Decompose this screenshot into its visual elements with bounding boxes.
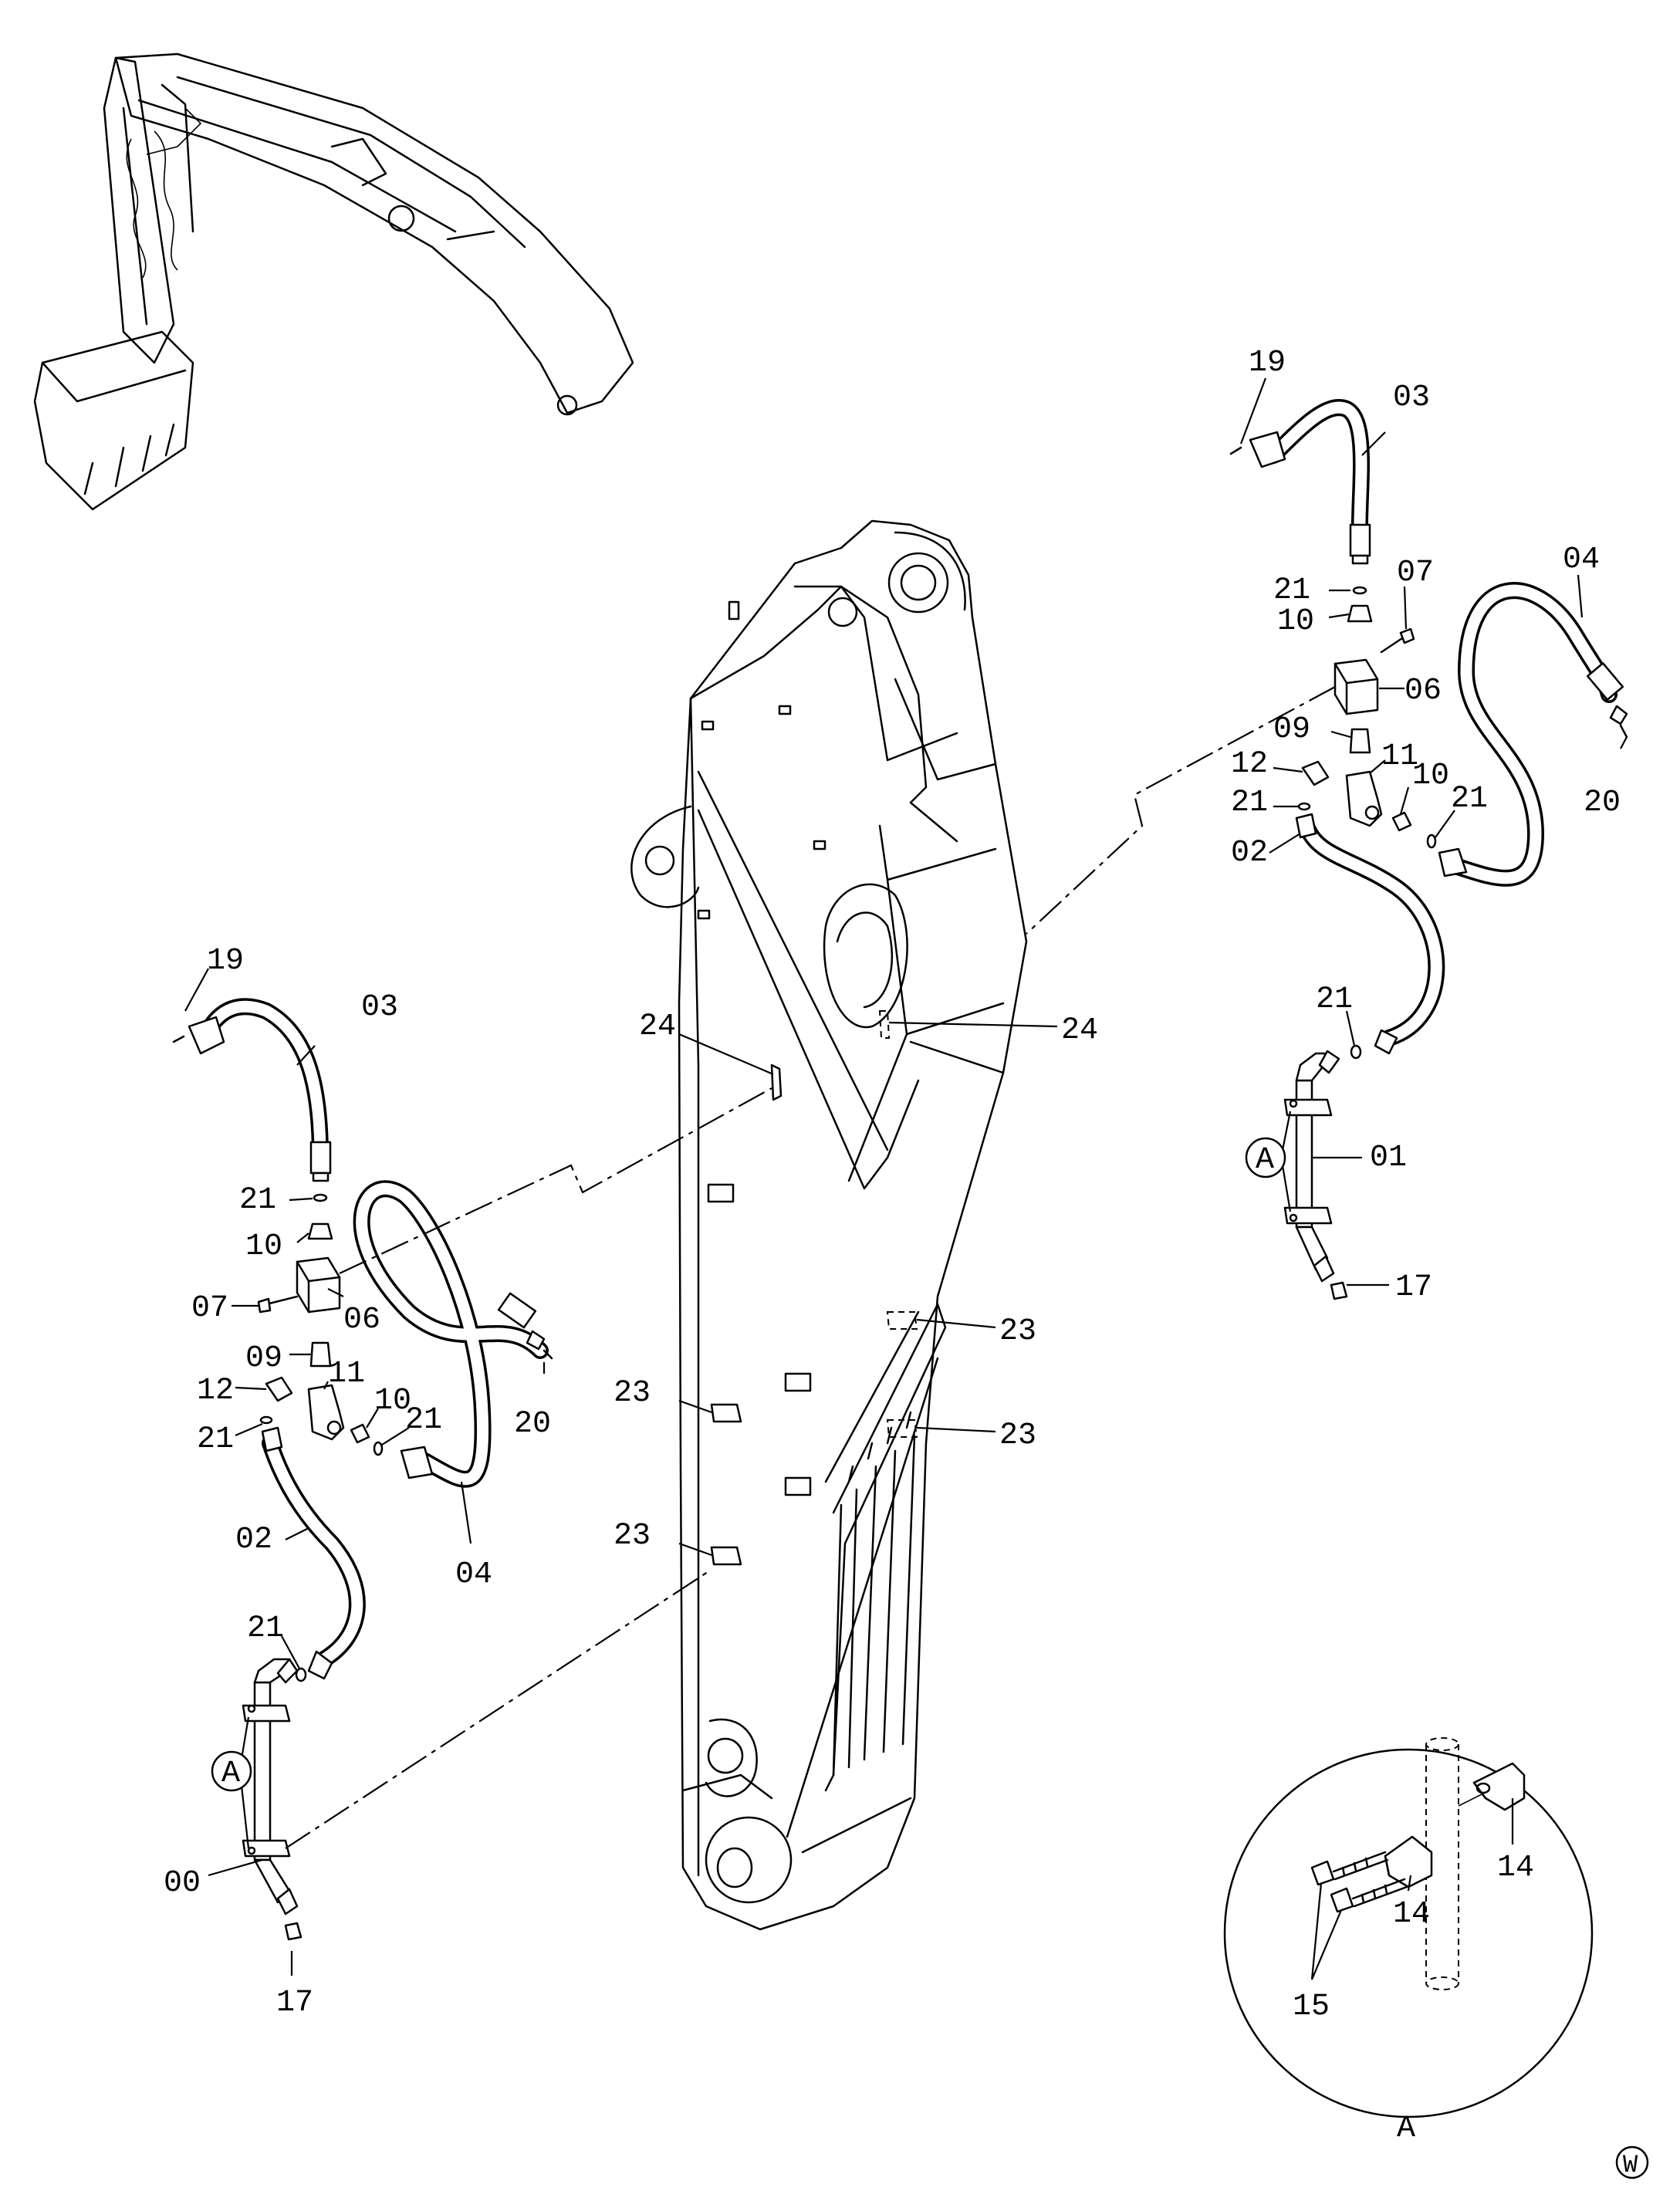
left-hose-assembly [172,998,553,1941]
assembly-lines [285,686,1336,1849]
label-part-10-left-a: 10 [245,1229,282,1264]
label-part-11-left: 11 [328,1357,365,1391]
label-part-17-right: 17 [1395,1270,1432,1305]
label-part-02-right: 02 [1231,836,1268,871]
label-part-21-left-d: 21 [247,1611,284,1646]
detail-a-ref-left: A [221,1757,240,1791]
corner-mark-letter: W [1623,2151,1638,2179]
label-part-09-right: 09 [1273,712,1310,747]
label-part-21-right-d: 21 [1316,982,1353,1017]
label-part-01: 01 [1370,1141,1407,1175]
label-part-06-left: 06 [343,1303,380,1337]
label-part-21-right-c: 21 [1231,786,1268,820]
detail-a-reference-markers: A A [211,1137,1286,1792]
leader-lines [184,377,1628,1980]
excavator-overview-illustration [33,52,634,511]
label-part-23-c: 23 [614,1376,651,1411]
label-part-24-left: 24 [639,1009,676,1044]
label-part-06-right: 06 [1405,674,1442,708]
label-part-17-left: 17 [276,1986,313,2020]
label-part-19-right: 19 [1249,346,1286,380]
label-part-02-left: 02 [235,1523,272,1557]
label-part-21-left-c: 21 [197,1422,234,1457]
label-part-03-right: 03 [1393,380,1430,415]
label-part-12-left: 12 [197,1374,234,1408]
label-part-14-b: 14 [1393,1897,1430,1932]
label-part-11-right: 11 [1381,739,1418,774]
label-part-04-left: 04 [455,1557,492,1592]
label-part-03-left: 03 [361,990,398,1025]
label-part-04-right: 04 [1563,543,1600,577]
arm-stick-illustration [630,519,1028,1931]
label-part-24-right: 24 [1061,1013,1098,1048]
label-part-23-d: 23 [614,1519,651,1554]
label-part-20-left: 20 [514,1407,551,1442]
label-part-12-right: 12 [1231,747,1268,782]
label-part-14-a: 14 [1497,1851,1534,1885]
label-part-21-left-a: 21 [239,1183,276,1218]
label-part-10-left-b: 10 [374,1384,411,1418]
label-part-07-right: 07 [1397,556,1434,590]
label-part-19-left: 19 [207,944,244,979]
label-part-10-right-a: 10 [1277,604,1314,639]
part-labels: 19 03 21 10 07 06 09 11 12 10 21 21 02 2… [164,346,1621,2146]
label-part-23-a: 23 [999,1314,1036,1349]
label-part-00: 00 [164,1866,201,1901]
label-part-21-left-b: 21 [405,1403,442,1438]
label-part-07-left: 07 [191,1291,228,1326]
label-part-20-right: 20 [1584,786,1621,820]
detail-a-title: A [1397,2112,1415,2146]
label-part-21-right-b: 21 [1451,782,1488,817]
detail-a-view [1223,1737,1594,2118]
label-part-15: 15 [1293,1990,1330,2024]
label-part-23-b: 23 [999,1418,1036,1453]
right-hose-assembly [1229,399,1628,1300]
label-part-21-right-a: 21 [1273,573,1310,608]
corner-mark: W [1615,2145,1649,2179]
detail-a-ref-right: A [1256,1143,1274,1178]
label-part-10-right-b: 10 [1412,759,1449,793]
label-part-09-left: 09 [245,1341,282,1376]
